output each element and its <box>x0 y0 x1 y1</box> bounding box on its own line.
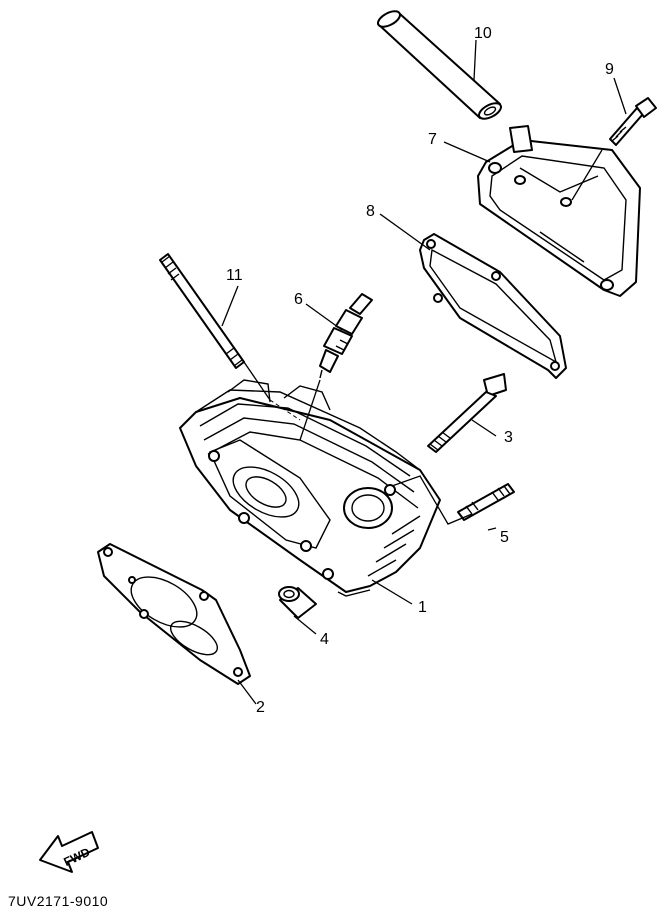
leader-lines <box>221 39 627 705</box>
callout-11: 11 <box>226 267 243 284</box>
spark-plug-part <box>319 293 373 379</box>
fwd-arrow-icon: FWD <box>39 831 99 873</box>
callout-4: 4 <box>320 631 329 648</box>
callout-6: 6 <box>294 291 303 308</box>
cover-gasket-part <box>419 233 567 379</box>
cover-bolt-part <box>609 97 657 146</box>
callout-2: 2 <box>256 699 265 716</box>
bolt-part <box>427 373 507 453</box>
dowel-pin-part <box>278 586 317 619</box>
callout-9: 9 <box>605 61 614 78</box>
callout-7: 7 <box>428 131 437 148</box>
long-stud-bolt-part <box>159 253 245 369</box>
hose-part <box>377 10 502 120</box>
callout-5: 5 <box>500 529 509 546</box>
callout-3: 3 <box>504 429 513 446</box>
head-cover-part <box>477 125 641 297</box>
callout-8: 8 <box>366 203 375 220</box>
diagram-code: 7UV2171-9010 <box>8 893 108 909</box>
stud-bolt-part <box>457 483 515 521</box>
head-gasket-part <box>97 543 251 685</box>
cylinder-head-part <box>179 379 441 597</box>
callout-10: 10 <box>474 25 492 42</box>
callout-numbers: 10 9 7 8 11 6 3 5 1 4 2 <box>226 25 614 716</box>
callout-1: 1 <box>418 599 427 616</box>
